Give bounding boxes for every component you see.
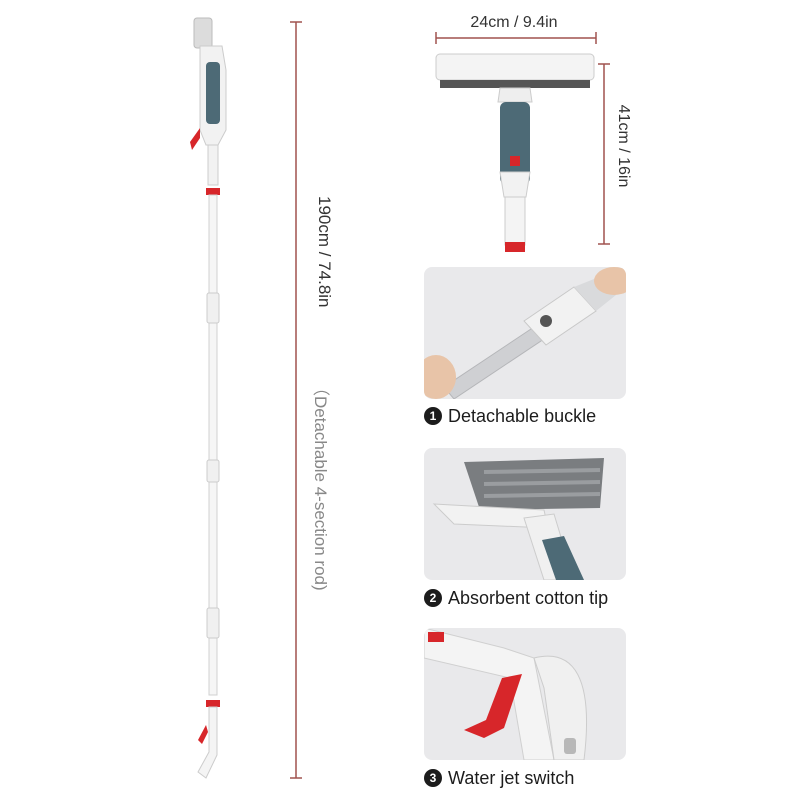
head-height-label: 41cm / 16in	[615, 104, 632, 188]
rod-joint	[206, 292, 220, 324]
feature-label: Absorbent cotton tip	[448, 588, 609, 608]
trigger	[464, 674, 522, 738]
feature-card-cotton-tip	[424, 448, 626, 580]
rod-note-label: （Detachable 4-section rod)	[311, 379, 330, 591]
rubber-blade	[440, 80, 590, 88]
cotton-tip-photo	[432, 458, 604, 580]
hand	[594, 267, 626, 295]
hand	[424, 355, 456, 399]
rod-joint	[206, 607, 220, 639]
red-ring-bottom	[206, 700, 220, 707]
rod-end-hook	[197, 706, 218, 779]
red-ring-top	[206, 188, 220, 195]
head-closeup-illustration	[435, 53, 595, 252]
feature-number: 3	[424, 769, 442, 787]
feature-caption-water-jet: 3 Water jet switch	[424, 768, 574, 789]
feature-caption-cotton-tip: 2 Absorbent cotton tip	[424, 588, 608, 609]
red-ring	[505, 242, 525, 252]
feature-number: 2	[424, 589, 442, 607]
full-mop-illustration	[190, 17, 227, 779]
feature-label: Water jet switch	[448, 768, 575, 788]
water-tank	[206, 62, 220, 124]
feature-caption-buckle: 1 Detachable buckle	[424, 406, 596, 427]
head-width-label: 24cm / 9.4in	[470, 14, 558, 31]
rod-joint	[206, 459, 220, 483]
buckle-photo	[424, 267, 626, 399]
feature-label: Detachable buckle	[448, 406, 597, 426]
total-length-label: 190cm / 74.8in	[315, 196, 334, 308]
trigger	[510, 156, 520, 166]
red-accent	[428, 632, 444, 642]
head-width-dimension-line	[435, 32, 597, 44]
feature-card-water-jet	[424, 628, 626, 760]
water-jet-photo	[424, 628, 588, 760]
rod	[208, 194, 218, 696]
total-length-dimension-line	[290, 21, 302, 779]
head-height-dimension-line	[598, 63, 610, 245]
water-tank	[500, 102, 530, 184]
water-tank	[542, 536, 584, 580]
feature-card-buckle	[424, 267, 626, 399]
mop-head	[193, 17, 213, 49]
trigger	[190, 128, 200, 150]
buckle-button	[540, 315, 552, 327]
feature-number: 1	[424, 407, 442, 425]
squeegee-head	[435, 53, 595, 81]
